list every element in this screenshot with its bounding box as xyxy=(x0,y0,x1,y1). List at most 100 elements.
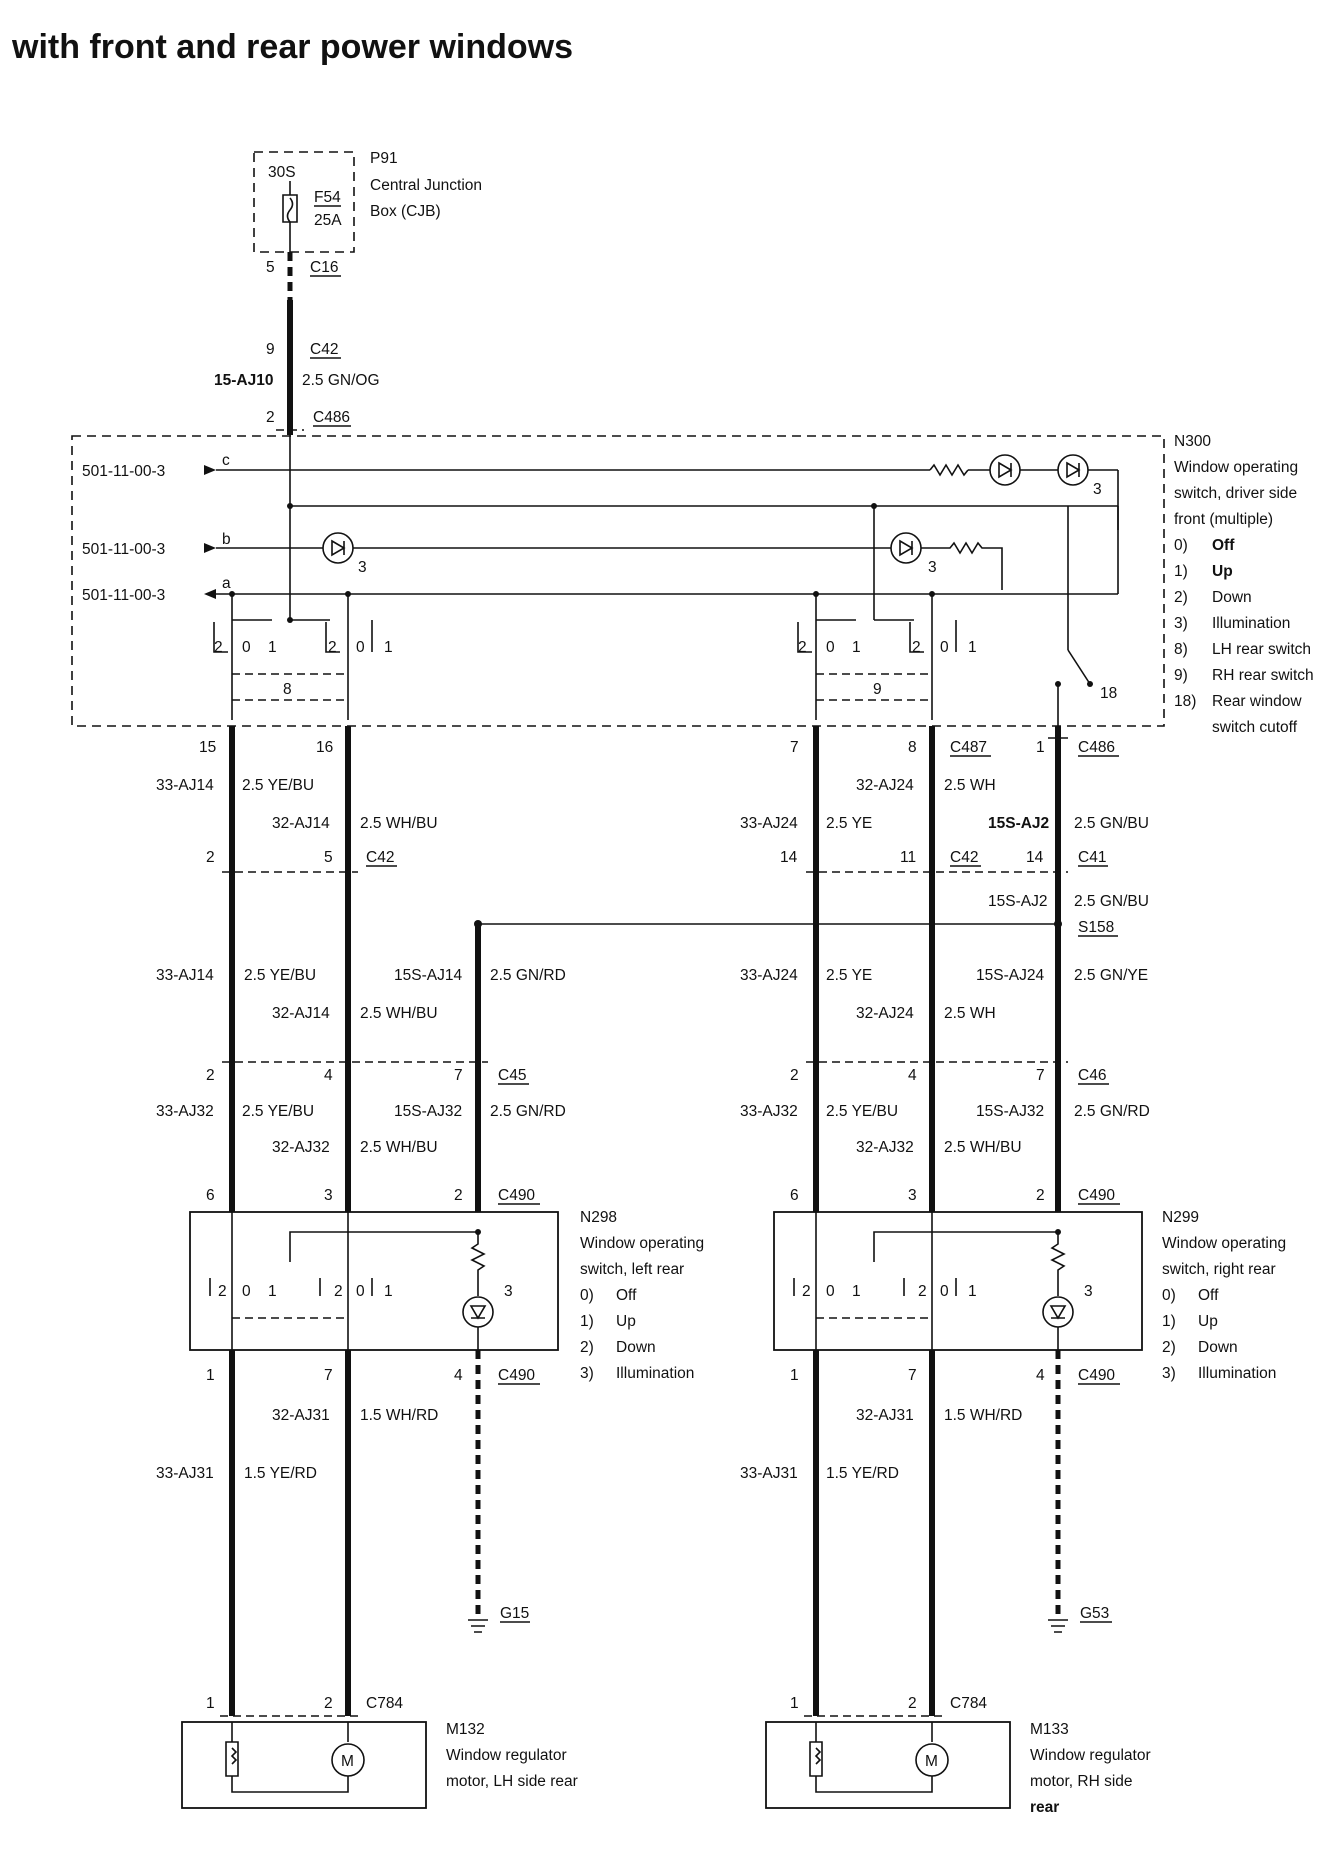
rl-c784-pin-a: 1 xyxy=(790,1695,799,1712)
sw8-l-2: 2 xyxy=(214,639,223,656)
sw8-r-0: 0 xyxy=(356,639,365,656)
arrow-c xyxy=(204,465,216,475)
n300-led-right-num: 3 xyxy=(928,559,937,576)
n298-desc-1: Window operating xyxy=(580,1235,704,1252)
cutoff-contact xyxy=(1087,681,1093,687)
n299-0a: 0 xyxy=(826,1283,835,1300)
n298-leg-3-v: Illumination xyxy=(616,1365,694,1382)
left-harness: 15 16 33-AJ14 2.5 YE/BU 32-AJ14 2.5 WH/B… xyxy=(156,726,1058,1212)
sw9-r-1: 1 xyxy=(968,639,977,656)
ll-pin-b: 7 xyxy=(324,1367,333,1384)
right-l1-circuit: 33-AJ32 xyxy=(740,1103,798,1120)
left-l1-circuit: 33-AJ32 xyxy=(156,1103,214,1120)
m133-desc-3: rear xyxy=(1030,1799,1059,1816)
right-w1-circuit: 33-AJ24 xyxy=(740,815,798,832)
n298-terminals xyxy=(209,1278,373,1296)
fuse-symbol xyxy=(282,181,298,252)
n300-letter-a: a xyxy=(222,575,231,592)
n298-led-diode xyxy=(469,1305,487,1320)
m132-motor: M M132 Window regulator motor, LH side r… xyxy=(181,1721,578,1809)
m133-motor-icon xyxy=(915,1743,949,1777)
n300-switch: 501-11-00-3 501-11-00-3 501-11-00-3 c b … xyxy=(71,433,1314,736)
sw9-r-0: 0 xyxy=(940,639,949,656)
n299-terminals xyxy=(793,1278,957,1296)
m132-id: M132 xyxy=(446,1721,485,1738)
cjb-rating: 25A xyxy=(314,212,342,229)
left-c45-pin-a: 2 xyxy=(206,1067,215,1084)
right-c46-pin-b: 4 xyxy=(908,1067,917,1084)
led-top-1-diode xyxy=(998,461,1013,479)
right-c41: C41 xyxy=(1078,849,1106,866)
m133-desc-2: motor, RH side xyxy=(1030,1773,1133,1790)
left-m2-circuit: 32-AJ14 xyxy=(272,1005,330,1022)
ll-w1-circuit: 33-AJ31 xyxy=(156,1465,214,1482)
sw8-num: 8 xyxy=(283,681,292,698)
n298-1a: 1 xyxy=(268,1283,277,1300)
n300-leg-2-k: 2) xyxy=(1174,589,1188,606)
right-m1-circuit: 33-AJ24 xyxy=(740,967,798,984)
sw8-r-2: 2 xyxy=(328,639,337,656)
left-c490-pin-b: 3 xyxy=(324,1187,333,1204)
arrow-b xyxy=(204,543,216,553)
n300-led-top-num: 3 xyxy=(1093,481,1102,498)
n300-leg-4-v: LH rear switch xyxy=(1212,641,1311,658)
page-title: with front and rear power windows xyxy=(12,28,574,66)
left-w2-wire: 2.5 WH/BU xyxy=(360,815,438,832)
n299-2a: 2 xyxy=(802,1283,811,1300)
right-pin7: 7 xyxy=(790,739,799,756)
rl-pin-c: 4 xyxy=(1036,1367,1045,1384)
left-w1-circuit: 33-AJ14 xyxy=(156,777,214,794)
n299-leg-0-v: Off xyxy=(1198,1287,1219,1304)
n299-leg-3-k: 3) xyxy=(1162,1365,1176,1382)
m132-breaker-element xyxy=(230,1747,238,1765)
left-l2-wire: 2.5 WH/BU xyxy=(360,1139,438,1156)
led-right-icon xyxy=(890,532,922,564)
m132-motor-letter: M xyxy=(341,1753,354,1770)
ll-c490: C490 xyxy=(498,1367,535,1384)
right-c487: C487 xyxy=(950,739,987,756)
right-l1-wire: 2.5 YE/BU xyxy=(826,1103,898,1120)
n300-leg-0-k: 0) xyxy=(1174,537,1188,554)
n298-bus xyxy=(289,1231,478,1262)
rl-pin-b: 7 xyxy=(908,1367,917,1384)
left-c42-pin-b: 5 xyxy=(324,849,333,866)
n299-leg-1-v: Up xyxy=(1198,1313,1218,1330)
right-c41-pin: 14 xyxy=(1026,849,1044,866)
right-l3-circuit: 15S-AJ32 xyxy=(976,1103,1044,1120)
right-l2-circuit: 32-AJ32 xyxy=(856,1139,914,1156)
n298-led-num: 3 xyxy=(504,1283,513,1300)
right-l3-wire: 2.5 GN/RD xyxy=(1074,1103,1150,1120)
arrow-a xyxy=(204,589,216,599)
left-m3-circuit: 15S-AJ14 xyxy=(394,967,462,984)
right-c490-pin-c: 2 xyxy=(1036,1187,1045,1204)
n300-desc-2: switch, driver side xyxy=(1174,485,1297,502)
led-top-2-diode xyxy=(1066,461,1081,479)
c486-label: C486 xyxy=(313,409,350,426)
right-w2-circuit: 32-AJ24 xyxy=(856,777,914,794)
c16-pin: 5 xyxy=(266,259,275,276)
sw9-contacts xyxy=(815,594,914,720)
n298-leg-1-k: 1) xyxy=(580,1313,594,1330)
m132-outline xyxy=(181,1721,427,1809)
sw9-terminals xyxy=(797,620,957,653)
led-top-1-icon xyxy=(989,454,1021,486)
fuse-element xyxy=(286,197,294,223)
n299-led-diode xyxy=(1049,1305,1067,1320)
n299-id: N299 xyxy=(1162,1209,1199,1226)
n299-bus xyxy=(873,1231,1058,1262)
n299-led-num: 3 xyxy=(1084,1283,1093,1300)
m133-outline xyxy=(765,1721,1011,1809)
n298-leg-2-k: 2) xyxy=(580,1339,594,1356)
m132-breaker-icon xyxy=(225,1722,349,1793)
right-c46: C46 xyxy=(1078,1067,1106,1084)
right-s-wire: 2.5 GN/BU xyxy=(1074,893,1149,910)
left-c42-label: C42 xyxy=(366,849,394,866)
n300-leg-5-k: 9) xyxy=(1174,667,1188,684)
n299-2b: 2 xyxy=(918,1283,927,1300)
ll-w2-circuit: 32-AJ31 xyxy=(272,1407,330,1424)
n300-leg-3-v: Illumination xyxy=(1212,615,1290,632)
c42-pin: 9 xyxy=(266,341,275,358)
n300-ref-c: 501-11-00-3 xyxy=(82,463,165,480)
ll-ground: G15 xyxy=(500,1605,529,1622)
right-c490-pin-b: 3 xyxy=(908,1187,917,1204)
